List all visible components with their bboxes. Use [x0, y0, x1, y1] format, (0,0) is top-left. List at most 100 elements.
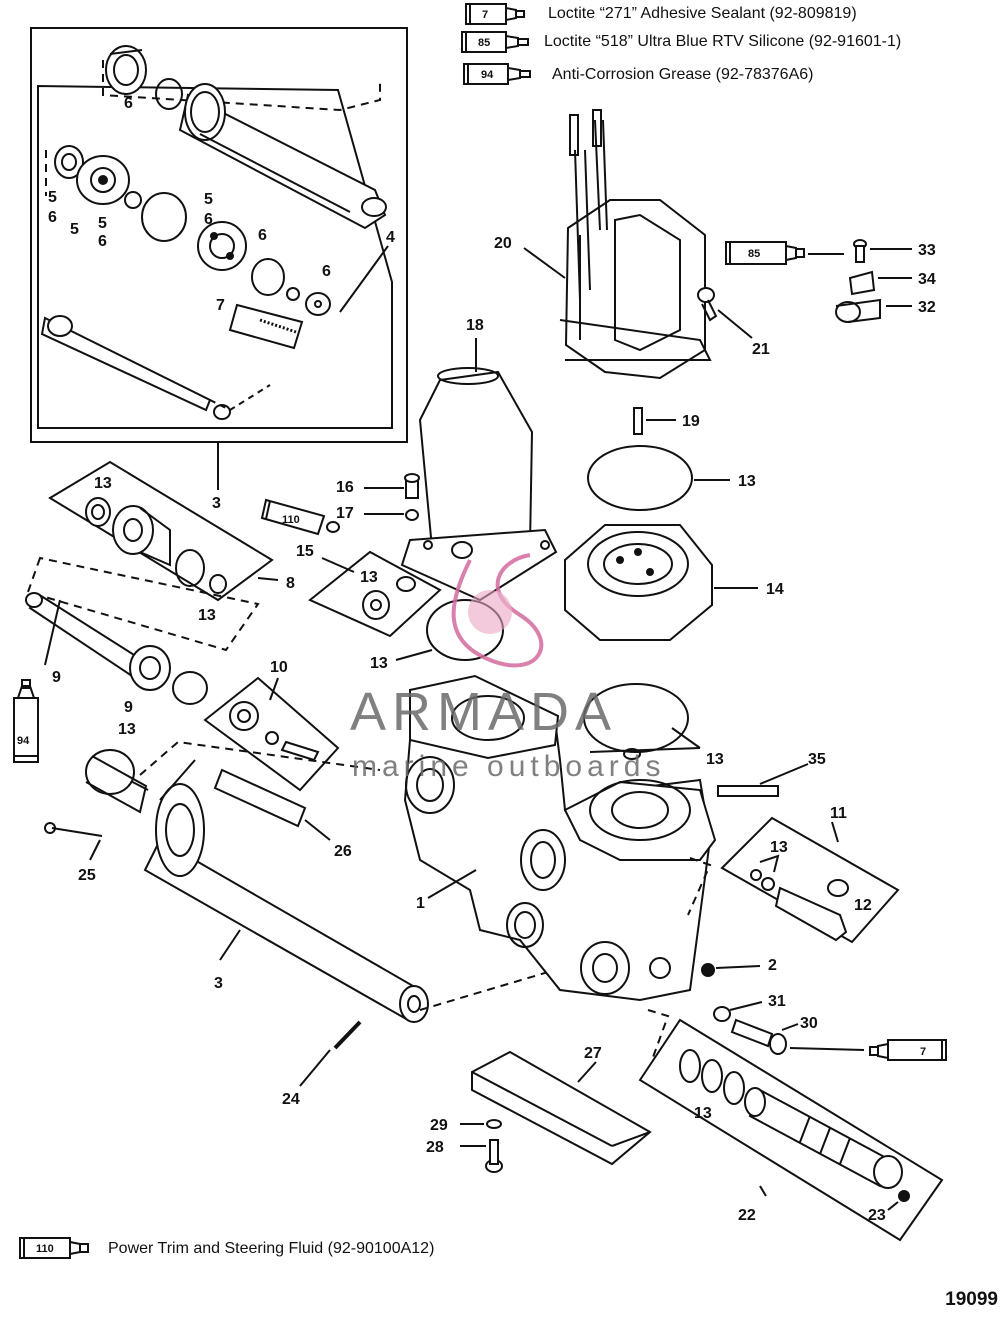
- callout-6: 6: [98, 233, 107, 250]
- o-ring-part: [587, 445, 693, 511]
- callout-13: 13: [738, 473, 756, 490]
- callout-9: 9: [52, 669, 61, 686]
- piston-part: [76, 155, 130, 205]
- tube-icon-85-side: 85: [725, 241, 805, 265]
- trim-cylinder-lower-part: [85, 749, 429, 1023]
- washer-part: [305, 292, 331, 316]
- callout-6: 6: [204, 211, 213, 228]
- o-ring-part: [141, 192, 187, 242]
- callout-32: 32: [918, 299, 936, 316]
- svg-text:marine outboards: marine outboards: [352, 750, 665, 783]
- svg-text:7: 7: [920, 1046, 926, 1058]
- bolt-part-28: [485, 1139, 503, 1173]
- svg-text:110: 110: [36, 1243, 54, 1255]
- screw-part-21: [697, 287, 718, 322]
- shaft-part-9: [25, 592, 171, 691]
- callout-14: 14: [766, 581, 784, 598]
- kit-box-15: [308, 550, 442, 638]
- pin-part-26: [213, 768, 307, 828]
- pump-kit-box-inner: [37, 84, 393, 429]
- o-ring-part: [623, 748, 641, 760]
- valve-body-part: [197, 221, 247, 271]
- check-valve-detail: [228, 303, 304, 350]
- callout-7: 7: [216, 297, 225, 314]
- callout-13: 13: [198, 607, 216, 624]
- valve-part: [774, 886, 848, 942]
- callout-27: 27: [584, 1045, 602, 1062]
- callout-26: 26: [334, 843, 352, 860]
- washer-part-17: [405, 509, 419, 521]
- svg-text:110: 110: [282, 514, 300, 526]
- screw-part-16: [404, 473, 420, 499]
- manual-release-part: [112, 505, 171, 567]
- callout-13: 13: [770, 839, 788, 856]
- callout-10: 10: [270, 659, 288, 676]
- callout-6: 6: [258, 227, 267, 244]
- spool-part-22: [744, 1087, 903, 1189]
- legend-item-85: Loctite “518” Ultra Blue RTV Silicone (9…: [544, 33, 902, 50]
- pin-part-24: [333, 1020, 362, 1050]
- callout-21: 21: [752, 341, 770, 358]
- callout-5: 5: [70, 221, 79, 238]
- tube-icon-85: 85: [461, 31, 529, 53]
- watermark-logo: ARMADA marine outboards: [350, 553, 665, 783]
- svg-text:7: 7: [482, 9, 488, 21]
- svg-text:94: 94: [481, 69, 494, 81]
- tube-icon-94-side: 94: [13, 679, 39, 763]
- screw-part-33: [853, 239, 867, 263]
- callout-33: 33: [918, 242, 936, 259]
- callout-31: 31: [768, 993, 786, 1010]
- o-ring-part: [251, 258, 285, 296]
- callout-13: 13: [94, 475, 112, 492]
- fill-plug-part: [362, 576, 416, 620]
- o-ring-part: [583, 683, 689, 753]
- callout-3: 3: [212, 495, 221, 512]
- callout-15: 15: [296, 543, 314, 560]
- clip-part-34: [848, 270, 876, 296]
- plate-part-35: [717, 785, 779, 797]
- kit-box-10: [203, 676, 340, 792]
- callout-29: 29: [430, 1117, 448, 1134]
- callout-3: 3: [214, 975, 223, 992]
- callout-13: 13: [694, 1105, 712, 1122]
- svg-text:94: 94: [17, 735, 30, 747]
- legend-item-110: Power Trim and Steering Fluid (92-90100A…: [108, 1240, 435, 1257]
- kit-box-22: [638, 1018, 944, 1242]
- callout-16: 16: [336, 479, 354, 496]
- callout-2: 2: [768, 957, 777, 974]
- piston-rod-part: [40, 315, 231, 420]
- pin-part-19: [633, 407, 643, 435]
- bolt-part-30: [730, 1018, 787, 1055]
- tube-icon-110: 110: [260, 498, 340, 536]
- piston-seal-part: [54, 145, 84, 179]
- tube-icon-7-side: 7: [869, 1039, 947, 1061]
- callout-25: 25: [78, 867, 96, 884]
- callout-34: 34: [918, 271, 936, 288]
- reservoir-part: [400, 367, 558, 602]
- callout-28: 28: [426, 1139, 444, 1156]
- o-ring-part: [155, 78, 183, 110]
- pump-motor-part: [559, 109, 712, 380]
- callout-13: 13: [360, 569, 378, 586]
- callout-9: 9: [124, 699, 133, 716]
- callout-6: 6: [124, 95, 133, 112]
- callout-13: 13: [118, 721, 136, 738]
- seal-part: [105, 45, 147, 95]
- callout-13: 13: [370, 655, 388, 672]
- figure-number: 19099: [945, 1289, 998, 1310]
- o-ring-part: [426, 599, 504, 661]
- block-part-27: [471, 1050, 652, 1166]
- callout-11: 11: [830, 805, 847, 822]
- callout-13: 13: [706, 751, 724, 768]
- callout-5: 5: [204, 191, 213, 208]
- o-ring-part: [172, 671, 208, 705]
- trim-cylinder-part: [178, 83, 387, 230]
- clamp-part-32: [835, 298, 881, 323]
- callout-8: 8: [286, 575, 295, 592]
- callout-5: 5: [48, 189, 57, 206]
- callout-17: 17: [336, 505, 354, 522]
- callout-24: 24: [282, 1091, 300, 1108]
- svg-text:85: 85: [748, 248, 760, 260]
- svg-text:ARMADA: ARMADA: [350, 682, 617, 742]
